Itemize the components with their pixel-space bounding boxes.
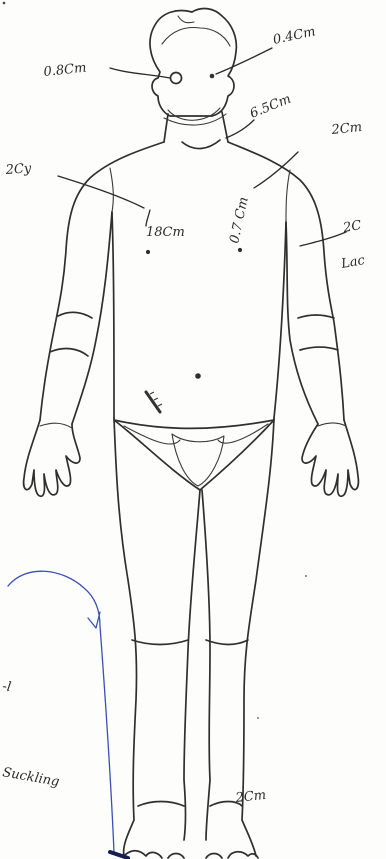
underwear-left-leg	[114, 420, 200, 490]
left-chest-annotation: 18Cm	[146, 225, 185, 240]
left-shoulder-annotation: 2Cy	[4, 161, 32, 178]
inner-right-arm	[286, 222, 318, 424]
hair-line	[162, 28, 230, 46]
navel	[195, 373, 201, 379]
blue-ink-blot	[110, 852, 128, 858]
underwear-seam	[124, 424, 268, 444]
ink-speck	[3, 2, 6, 5]
right-eye-pointer	[216, 48, 272, 74]
underwear-right-leg	[200, 420, 274, 490]
underwear-pouch	[172, 434, 224, 486]
right-foot	[206, 852, 258, 858]
right-forearm-band	[298, 315, 338, 350]
right-hand	[302, 420, 358, 496]
left-eye-pointer	[110, 68, 170, 78]
waist-right	[274, 222, 286, 418]
right-shoulder-pointer	[254, 152, 298, 188]
head-outline	[150, 9, 236, 116]
abdominal-scar	[146, 392, 160, 412]
left-knee-band	[132, 640, 188, 645]
left-eye-annotation: 0.8Cm	[43, 61, 87, 80]
left-nipple	[146, 250, 150, 254]
torso-left-outline	[40, 142, 164, 420]
right-arm-annotation: 2C	[341, 218, 363, 236]
right-shoulder-annotation: 2Cm	[330, 120, 363, 138]
right-nipple	[238, 248, 242, 252]
right-chest-annotation: 0.7 Cm	[227, 196, 251, 245]
left-foot	[124, 851, 184, 858]
right-cuff	[318, 423, 346, 426]
neck-pointer	[226, 120, 254, 138]
left-leg-inner	[184, 490, 200, 840]
left-cuff	[40, 423, 72, 428]
right-arm-annotation-partial: Lac	[339, 253, 367, 272]
left-leg-outer	[114, 418, 137, 856]
left-hand	[24, 420, 80, 496]
blue-pen-arc	[8, 571, 114, 852]
left-shoulder-pointer	[58, 176, 144, 208]
right-leg-inner	[202, 490, 210, 840]
collar-line	[182, 140, 220, 149]
underwear-waistband	[114, 420, 274, 428]
margin-annotation-line-2: Suckling	[1, 765, 60, 790]
waist-left	[112, 212, 114, 418]
jaw-line	[168, 108, 220, 120]
right-eye-annotation: 0.4Cm	[272, 24, 317, 48]
right-knee-band	[206, 640, 248, 645]
left-chest-pointer	[146, 210, 150, 226]
right-eye-mark	[210, 74, 215, 79]
ink-speck	[305, 575, 307, 577]
left-ankle-band	[138, 802, 184, 807]
torso-right-outline	[228, 142, 344, 420]
blue-arrowhead	[88, 612, 100, 628]
hair-strand	[178, 16, 194, 23]
neck-annotation: 6.5Cm	[248, 92, 293, 122]
left-ankle-annotation: 2Cm	[234, 788, 267, 806]
right-shoulder-crease	[286, 170, 290, 222]
left-eye-mark	[171, 73, 182, 84]
ink-speck	[257, 717, 259, 719]
left-shoulder-crease	[110, 168, 113, 212]
margin-annotation-line-1: -l	[1, 679, 12, 695]
